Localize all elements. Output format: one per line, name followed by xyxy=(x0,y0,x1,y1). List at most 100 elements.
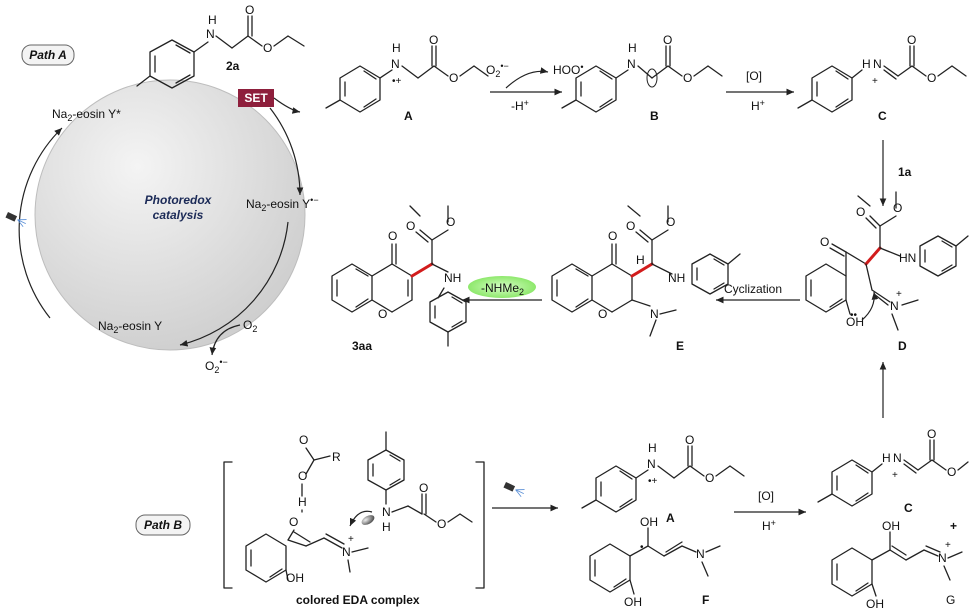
cycle-arc-right-upper xyxy=(269,107,304,196)
svg-text:H: H xyxy=(636,253,645,267)
label-B: B xyxy=(650,109,659,123)
molecule-2a: H N O O xyxy=(136,3,305,89)
svg-text:N: N xyxy=(873,57,882,71)
eda-complex-label: colored EDA complex xyxy=(296,593,420,607)
label-G: G xyxy=(946,593,955,607)
svg-text:N: N xyxy=(382,505,391,519)
svg-text:N: N xyxy=(342,545,351,559)
lamp-icon-path-b xyxy=(503,482,525,498)
set-badge xyxy=(238,89,274,107)
svg-text:+: + xyxy=(945,540,951,551)
svg-text:H: H xyxy=(382,520,391,534)
svg-text:HN: HN xyxy=(899,251,916,265)
molecule-eda-complex: O R O H O OH N + N H xyxy=(245,431,473,585)
path-a-label: Path A xyxy=(21,44,75,66)
svg-text:O: O xyxy=(856,205,865,219)
species-eosin-radical-anion: Na2-eosin Y•− xyxy=(246,195,319,213)
molecule-D: OH O N + O O HN •• xyxy=(805,191,969,331)
svg-text:OH: OH xyxy=(882,519,900,533)
svg-text:N: N xyxy=(647,457,656,471)
svg-text:Path A: Path A xyxy=(29,48,67,62)
svg-text:N: N xyxy=(893,451,902,465)
cycle-center-line2: catalysis xyxy=(153,208,204,222)
svg-text:O: O xyxy=(893,201,902,215)
cond-hoo: HOO• xyxy=(553,62,584,77)
cond-cyclization: Cyclization xyxy=(724,282,782,296)
svg-text:O: O xyxy=(685,433,694,447)
species-eosin-ground: Na2-eosin Y xyxy=(98,319,162,335)
superoxide-curl xyxy=(505,67,549,89)
nhme2-badge xyxy=(468,276,536,298)
oxygen-label: O2 xyxy=(243,318,257,334)
svg-text:O: O xyxy=(663,33,672,47)
label-C-bottom: C xyxy=(904,501,913,515)
molecule-E: O O H N O O NH xyxy=(551,205,741,337)
cond-pathb-oxidant: [O] xyxy=(758,489,774,503)
svg-text:O: O xyxy=(666,215,675,229)
label-E: E xyxy=(676,339,684,353)
svg-text:N: N xyxy=(890,299,899,313)
label-2a: 2a xyxy=(226,59,240,73)
svg-text:N: N xyxy=(650,307,659,321)
bracket-left xyxy=(223,461,233,589)
svg-text:•: • xyxy=(640,542,644,553)
svg-text:O: O xyxy=(683,71,692,85)
cond-nhme2: -NHMe2 xyxy=(481,281,524,297)
label-3aa: 3aa xyxy=(352,339,372,353)
svg-text:O: O xyxy=(608,229,617,243)
svg-text:O: O xyxy=(299,433,308,447)
svg-text:OH: OH xyxy=(846,315,864,329)
svg-text:O: O xyxy=(406,219,415,233)
cycle-arc-right-lower xyxy=(179,221,289,347)
cond-oxidant: [O] xyxy=(746,69,762,83)
svg-text:O: O xyxy=(449,71,458,85)
molecule-F: OH OH • N xyxy=(589,515,721,609)
photoredox-sphere xyxy=(34,79,306,351)
svg-text:O: O xyxy=(907,33,916,47)
svg-text:OH: OH xyxy=(640,515,658,529)
svg-text:O: O xyxy=(298,469,307,483)
svg-text:+: + xyxy=(896,289,902,300)
svg-text:O: O xyxy=(263,41,272,55)
molecule-A-top: H N •+ O O xyxy=(325,33,489,113)
svg-text:R: R xyxy=(332,450,341,464)
superoxide-label: O2•− xyxy=(205,357,228,375)
svg-text:O: O xyxy=(626,219,635,233)
svg-text:O: O xyxy=(598,307,607,321)
svg-text:H: H xyxy=(208,13,217,27)
lamp-icon xyxy=(5,212,27,228)
svg-text:•+: •+ xyxy=(392,76,402,87)
svg-text:O: O xyxy=(245,3,254,17)
svg-text:N: N xyxy=(627,57,636,71)
svg-text:O: O xyxy=(437,517,446,531)
path-b-label: Path B xyxy=(135,514,191,536)
svg-text:H: H xyxy=(862,57,871,71)
svg-text:+: + xyxy=(892,470,898,481)
species-eosin-excited: Na2-eosin Y* xyxy=(52,107,121,123)
svg-text:O: O xyxy=(378,307,387,321)
svg-text:+: + xyxy=(872,76,878,87)
molecule-3aa: O O O O NH xyxy=(331,205,467,347)
svg-text:N: N xyxy=(206,27,215,41)
svg-text:O: O xyxy=(419,481,428,495)
plus-sign: + xyxy=(950,519,957,533)
molecule-A-bottom: H N •+ O O xyxy=(581,433,745,513)
svg-text:O: O xyxy=(429,33,438,47)
svg-text:O: O xyxy=(820,235,829,249)
svg-text:H: H xyxy=(648,441,657,455)
svg-text:O: O xyxy=(927,71,936,85)
set-arrow xyxy=(273,97,301,114)
svg-text:•+: •+ xyxy=(648,476,658,487)
svg-text:NH: NH xyxy=(668,271,685,285)
svg-text:H: H xyxy=(298,495,307,509)
svg-text:H: H xyxy=(392,41,401,55)
svg-text:OH: OH xyxy=(286,571,304,585)
cond-superoxide: O2•− xyxy=(486,61,509,79)
label-F: F xyxy=(702,593,709,607)
label-C-top: C xyxy=(878,109,887,123)
svg-text:N: N xyxy=(938,551,947,565)
svg-text:••: •• xyxy=(850,310,858,321)
svg-text:+: + xyxy=(348,534,354,545)
cond-pathb-proton: H+ xyxy=(762,518,776,533)
